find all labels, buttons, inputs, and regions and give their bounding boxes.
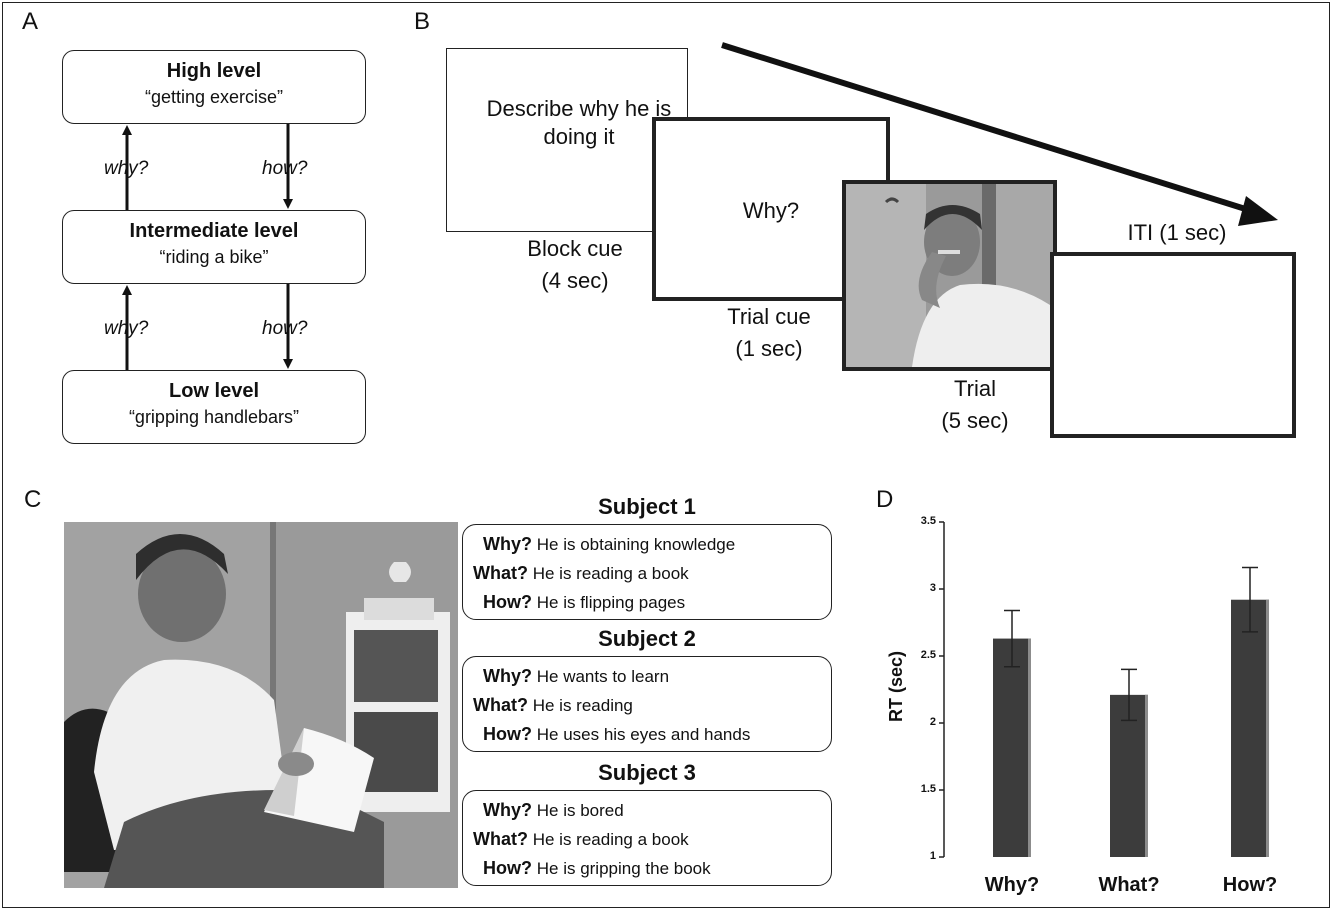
subject-3-what-answer: He is reading a book	[532, 830, 689, 849]
subject-2-why-label: Why?	[483, 666, 532, 686]
reading-photo	[64, 522, 458, 888]
x-category-label: How?	[1222, 874, 1278, 896]
low-level-box: Low level “gripping handlebars”	[62, 370, 366, 444]
subject-2-why-answer: He wants to learn	[536, 667, 670, 686]
panel-label-a: A	[22, 8, 39, 35]
how-label-upper: how?	[262, 158, 308, 179]
intermediate-level-box: Intermediate level “riding a bike”	[62, 210, 366, 284]
trial-photo	[842, 180, 1057, 371]
subject-1-why-answer: He is obtaining knowledge	[536, 535, 736, 554]
subject-2-how-answer: He uses his eyes and hands	[536, 725, 751, 744]
block-cue-caption-line1: Block cue	[527, 236, 623, 261]
subject-3-how-answer: He is gripping the book	[536, 859, 711, 878]
subject-2-what-label: What?	[473, 695, 528, 715]
timeline-arrow	[721, 42, 1278, 226]
x-category-label: Why?	[984, 874, 1040, 896]
iti-caption: ITI (1 sec)	[1127, 220, 1227, 245]
subject-1-how-answer: He is flipping pages	[536, 593, 686, 612]
subject-3-box: Why? He is bored What? He is reading a b…	[462, 790, 832, 886]
trial-cue-caption-line2: (1 sec)	[735, 336, 803, 361]
trial-cue-text: Why?	[742, 198, 800, 223]
y-tick-label: 1.5	[920, 783, 936, 795]
subject-1-why-label: Why?	[483, 534, 532, 554]
block-cue-caption-line2: (4 sec)	[541, 268, 609, 293]
trial-cue-caption-line1: Trial cue	[727, 304, 811, 329]
panel-label-b: B	[414, 8, 431, 35]
low-level-title: Low level	[168, 380, 260, 402]
trial-caption-line1: Trial	[954, 376, 996, 401]
subject-2-box: Why? He wants to learn What? He is readi…	[462, 656, 832, 752]
why-label-lower: why?	[104, 318, 149, 339]
x-category-label: What?	[1098, 874, 1160, 896]
subject-2-how-label: How?	[483, 724, 532, 744]
error-bar	[1242, 566, 1258, 633]
block-cue-screen: Describe why he is doing it	[446, 48, 688, 232]
subject-1-what-answer: He is reading a book	[532, 564, 689, 583]
trial-caption-line2: (5 sec)	[941, 408, 1009, 433]
why-label-upper: why?	[104, 158, 149, 179]
high-level-box: High level “getting exercise”	[62, 50, 366, 124]
subject-2-what-answer: He is reading	[532, 696, 633, 715]
y-tick-label: 3.5	[920, 515, 936, 527]
hierarchy-arrows	[122, 124, 293, 370]
high-level-title: High level	[166, 60, 262, 82]
bar-shade	[1145, 694, 1148, 857]
subject-1-title: Subject 1	[598, 494, 696, 519]
subject-3-what-label: What?	[473, 829, 528, 849]
panel-label-d: D	[876, 486, 894, 513]
subject-1-box: Why? He is obtaining knowledge What? He …	[462, 524, 832, 620]
subject-1-how-label: How?	[483, 592, 532, 612]
subject-1-what-label: What?	[473, 563, 528, 583]
error-bar	[1121, 668, 1137, 722]
y-tick-label: 2.5	[920, 649, 936, 661]
error-bar	[1004, 609, 1020, 668]
bar-shade	[1266, 599, 1269, 857]
subject-3-how-label: How?	[483, 858, 532, 878]
subject-3-why-answer: He is bored	[536, 801, 624, 820]
y-tick-label: 1	[929, 850, 936, 862]
bar-shade	[1028, 638, 1031, 857]
bar-how	[1231, 599, 1269, 857]
subject-3-why-label: Why?	[483, 800, 532, 820]
intermediate-level-example: “riding a bike”	[159, 247, 269, 267]
y-tick-label: 3	[929, 582, 936, 594]
bar-what	[1110, 694, 1148, 857]
intermediate-level-title: Intermediate level	[129, 220, 299, 242]
subject-3-title: Subject 3	[598, 760, 696, 785]
high-level-example: “getting exercise”	[144, 87, 284, 107]
iti-screen	[1050, 252, 1296, 438]
low-level-example: “gripping handlebars”	[128, 407, 300, 427]
y-tick-label: 2	[929, 716, 936, 728]
bar-why	[993, 638, 1031, 857]
block-cue-text: Describe why he is doing it	[486, 96, 672, 149]
how-label-lower: how?	[262, 318, 308, 339]
subject-2-title: Subject 2	[598, 626, 696, 651]
panel-label-c: C	[24, 486, 42, 513]
